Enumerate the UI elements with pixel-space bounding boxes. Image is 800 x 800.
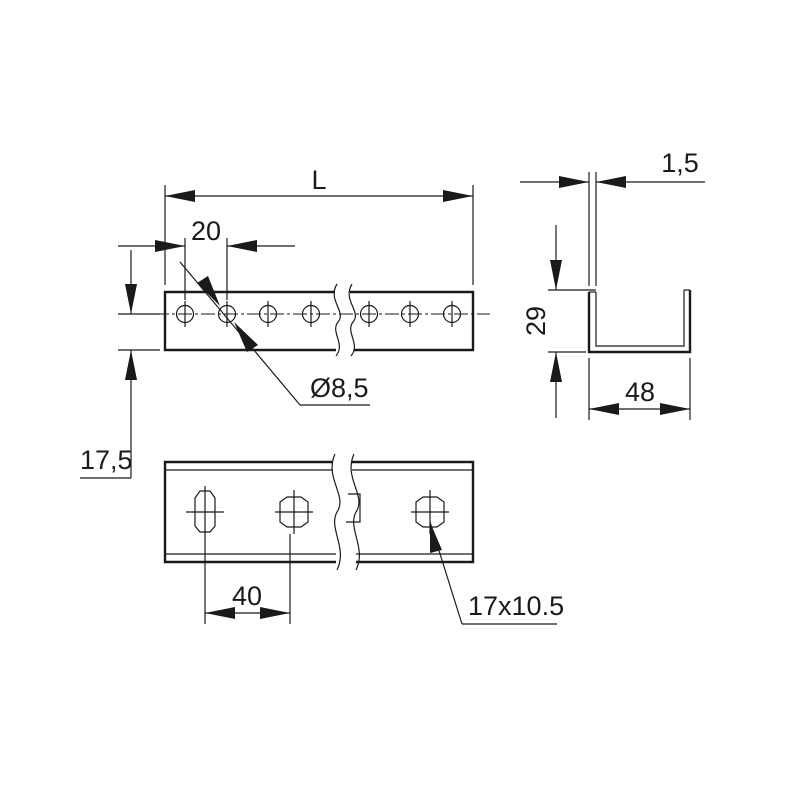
arrow-head bbox=[155, 240, 185, 252]
wall-thickness-label: 1,5 bbox=[661, 148, 699, 178]
break-line-left bbox=[333, 283, 341, 357]
slot-strip-outline-right bbox=[352, 460, 475, 564]
dimension-profile-width: 48 bbox=[588, 358, 691, 420]
arrow-head bbox=[559, 176, 589, 188]
slot-strip-outline-left bbox=[163, 460, 336, 564]
profile-width-label: 48 bbox=[625, 377, 655, 407]
dimension-profile-height: 29 bbox=[521, 225, 596, 418]
arrow-head bbox=[550, 260, 562, 290]
slot-size-label: 17x10.5 bbox=[468, 591, 564, 621]
cross-section-u-profile bbox=[587, 289, 692, 354]
dimension-slot-pitch: 40 bbox=[204, 534, 291, 624]
arrow-head bbox=[234, 322, 258, 352]
break-line-left bbox=[331, 453, 341, 571]
arrow-head bbox=[550, 352, 562, 382]
dimension-edge-offset: 17,5 bbox=[80, 250, 160, 479]
round-holes bbox=[175, 301, 462, 327]
arrow-head bbox=[260, 607, 290, 619]
profile-height-label: 29 bbox=[521, 306, 551, 336]
dimension-hole-pitch: 20 bbox=[118, 216, 295, 300]
dimension-wall-thickness: 1,5 bbox=[520, 148, 705, 286]
length-label: L bbox=[311, 165, 326, 195]
hole-diameter-label: Ø8,5 bbox=[310, 373, 369, 403]
arrow-head bbox=[596, 176, 626, 188]
arrow-head bbox=[660, 403, 690, 415]
arrow-head bbox=[125, 350, 137, 380]
break-detail bbox=[346, 493, 361, 523]
break-line-right bbox=[350, 453, 360, 571]
arrow-head bbox=[205, 607, 235, 619]
strip-outline-left bbox=[163, 290, 336, 352]
arrow-head bbox=[197, 276, 220, 306]
slot-vertical bbox=[194, 490, 216, 533]
arrow-head bbox=[589, 403, 619, 415]
arrow-head bbox=[125, 284, 137, 314]
bottom-view-slotted-strip bbox=[163, 453, 475, 571]
slot-horizontal bbox=[279, 496, 309, 528]
arrow-head bbox=[430, 522, 442, 553]
break-line-right bbox=[348, 283, 356, 357]
hole-pitch-label: 20 bbox=[191, 216, 221, 246]
edge-offset-label: 17,5 bbox=[80, 445, 133, 475]
strip-outline-right bbox=[350, 290, 475, 352]
slot-pitch-label: 40 bbox=[232, 581, 262, 611]
dimension-length: L bbox=[164, 165, 474, 285]
arrow-head bbox=[443, 190, 473, 202]
arrow-head bbox=[165, 190, 195, 202]
dimension-hole-diameter: Ø8,5 bbox=[179, 261, 370, 406]
slots bbox=[186, 486, 449, 538]
u-profile-outer bbox=[587, 290, 692, 354]
top-view-perforated-strip bbox=[155, 283, 490, 357]
slot-horizontal bbox=[415, 496, 445, 528]
dimension-slot-size: 17x10.5 bbox=[429, 521, 564, 625]
arrow-head bbox=[227, 240, 257, 252]
u-profile-inner bbox=[595, 290, 685, 347]
